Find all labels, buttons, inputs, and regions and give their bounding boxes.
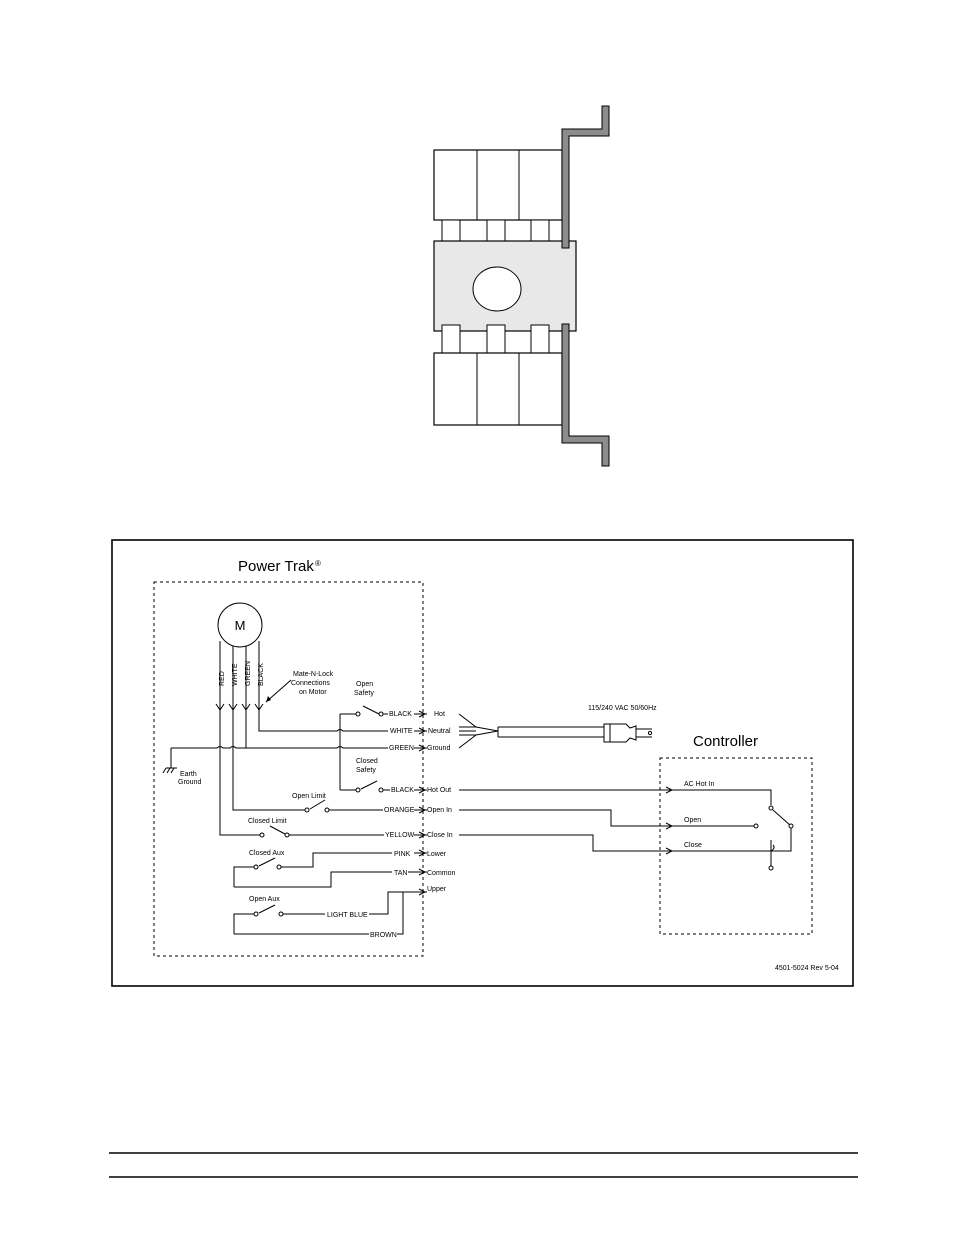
motor: M bbox=[217, 602, 263, 648]
wire-white: WHITE bbox=[390, 728, 413, 735]
plug-icon bbox=[603, 723, 653, 743]
terminal-hot: Hot bbox=[434, 711, 445, 718]
terminal-upper: Upper bbox=[427, 886, 447, 893]
relay-switch bbox=[768, 805, 794, 871]
closed-aux-label: Closed Aux bbox=[249, 850, 285, 857]
open-limit-label: Open Limit bbox=[292, 793, 326, 800]
mate-n-lock-note: Mate-N-Lock Connections on Motor bbox=[265, 671, 334, 703]
motor-symbol: M bbox=[235, 618, 246, 633]
power-trak-title: Power Trak bbox=[238, 558, 314, 575]
closed-safety-label-1: Closed bbox=[356, 758, 378, 765]
note-line-1: Mate-N-Lock bbox=[293, 671, 334, 678]
earth-ground: Earth Ground bbox=[162, 748, 201, 786]
wire-pink: PINK bbox=[394, 851, 411, 858]
motor-leads: RED WHITE GREEN BLACK bbox=[215, 641, 265, 712]
terminal-close-in: Close In bbox=[427, 832, 453, 839]
lower-body-blocks bbox=[433, 324, 563, 426]
open-safety-label-1: Open bbox=[356, 681, 373, 688]
document-number: 4501-5024 Rev 5-04 bbox=[775, 965, 839, 972]
upper-body-blocks bbox=[433, 149, 563, 249]
terminal-common: Common bbox=[427, 870, 456, 877]
controller-input-open: Open bbox=[684, 817, 701, 824]
controller-title: Controller bbox=[693, 733, 758, 750]
wire-orange: ORANGE bbox=[384, 807, 415, 814]
power-rating: 115/240 VAC 50/60Hz bbox=[588, 705, 657, 712]
wire-green: GREEN bbox=[389, 745, 414, 752]
wire-black-1: BLACK bbox=[389, 711, 412, 718]
lead-label-black: BLACK bbox=[258, 663, 265, 686]
lead-label-white: WHITE bbox=[232, 663, 239, 686]
power-cord: 115/240 VAC 50/60Hz bbox=[458, 705, 657, 749]
note-line-3: on Motor bbox=[299, 689, 327, 696]
terminal-ground: Ground bbox=[427, 745, 450, 752]
terminal-hot-out: Hot Out bbox=[427, 787, 451, 794]
controller: Controller AC Hot In Open Close bbox=[459, 733, 813, 935]
mounting-bracket bbox=[561, 105, 610, 467]
wire-light-blue: LIGHT BLUE bbox=[327, 912, 368, 919]
earth-label-2: Ground bbox=[178, 779, 201, 786]
power-trak-box bbox=[153, 581, 424, 957]
wire-yellow: YELLOW bbox=[385, 832, 415, 839]
center-hub bbox=[433, 240, 577, 332]
wiring-diagram-frame bbox=[111, 539, 854, 987]
note-line-2: Connections bbox=[291, 680, 330, 687]
wire-brown: BROWN bbox=[370, 932, 397, 939]
terminal-labels: Hot Neutral Ground Hot Out Open In Close… bbox=[427, 711, 456, 893]
controller-input-close: Close bbox=[684, 842, 702, 849]
controller-input-ac-hot: AC Hot In bbox=[684, 781, 714, 788]
terminal-open-in: Open In bbox=[427, 807, 452, 814]
lead-label-green: GREEN bbox=[245, 661, 252, 686]
terminal-lower: Lower bbox=[427, 851, 447, 858]
lead-label-red: RED bbox=[219, 671, 226, 686]
open-aux-label: Open Aux bbox=[249, 896, 280, 903]
mounting-illustration bbox=[433, 105, 610, 467]
closed-safety-label-2: Safety bbox=[356, 767, 376, 774]
internal-wiring: Open Safety BLACK WHITE GREEN Closed Saf… bbox=[171, 681, 427, 939]
earth-label-1: Earth bbox=[180, 771, 197, 778]
terminal-neutral: Neutral bbox=[428, 728, 451, 735]
registered-mark: ® bbox=[315, 559, 321, 568]
controller-box bbox=[659, 757, 813, 935]
closed-limit-label: Closed Limit bbox=[248, 818, 287, 825]
wire-tan: TAN bbox=[394, 870, 407, 877]
wire-black-2: BLACK bbox=[391, 787, 414, 794]
open-safety-label-2: Safety bbox=[354, 690, 374, 697]
